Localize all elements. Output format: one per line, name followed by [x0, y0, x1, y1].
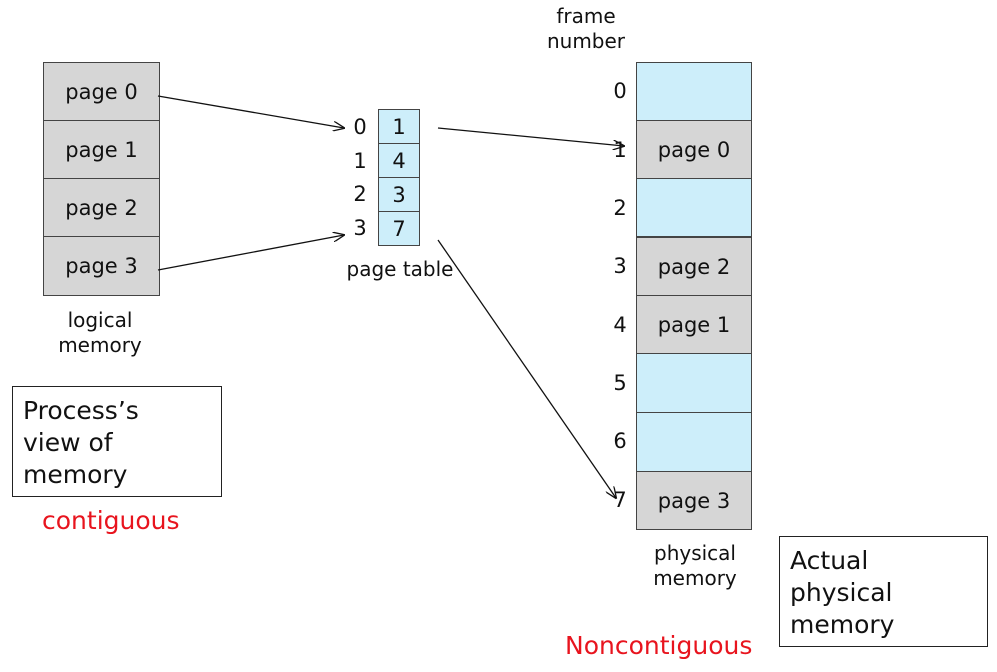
- physical-frame-7: page 3: [636, 471, 752, 530]
- contiguous-note: contiguous: [42, 506, 180, 535]
- process-view-box: Process’s view of memory: [12, 386, 222, 497]
- page-table-index-0: 0: [353, 115, 367, 139]
- physical-frame-6: [636, 412, 752, 472]
- process-view-line-2: view of: [23, 428, 113, 457]
- physical-frame-1: page 0: [636, 120, 752, 179]
- frame-number-2: 2: [613, 196, 627, 220]
- page-table-entry-2: 3: [378, 177, 420, 212]
- page-table-entry-3: 7: [378, 211, 420, 246]
- frame-number-header-2: number: [546, 29, 626, 53]
- page-table-entry-1: 4: [378, 143, 420, 178]
- physical-frame-2: [636, 178, 752, 237]
- actual-physical-line-1: Actual: [790, 546, 869, 575]
- arrow-entry0-to-frame1: [437, 127, 624, 146]
- logical-page-0: page 0: [43, 62, 160, 121]
- process-view-line-3: memory: [23, 460, 128, 489]
- noncontiguous-note: Noncontiguous: [565, 631, 753, 660]
- arrow-entry3-to-frame7: [437, 239, 616, 498]
- logical-page-3: page 3: [43, 236, 160, 296]
- logical-memory-label-1: logical: [67, 308, 133, 332]
- page-table-entry-0: 1: [378, 109, 420, 144]
- page-table-index-2: 2: [353, 182, 367, 206]
- frame-number-4: 4: [613, 313, 627, 337]
- actual-physical-memory-box: Actual physical memory: [779, 536, 988, 647]
- page-table-label: page table: [346, 257, 454, 281]
- arrow-page0-to-entry0: [157, 95, 344, 128]
- physical-frame-5: [636, 353, 752, 413]
- physical-memory-label-2: memory: [653, 566, 737, 590]
- actual-physical-line-3: memory: [790, 610, 895, 639]
- frame-number-5: 5: [613, 371, 627, 395]
- frame-number-3: 3: [613, 254, 627, 278]
- logical-page-2: page 2: [43, 178, 160, 237]
- physical-frame-3: page 2: [636, 237, 752, 296]
- actual-physical-line-2: physical: [790, 578, 893, 607]
- process-view-line-1: Process’s: [23, 396, 139, 425]
- page-table-index-1: 1: [353, 149, 367, 173]
- physical-memory-label-1: physical: [654, 541, 736, 565]
- arrow-page3-to-entry3: [157, 235, 344, 271]
- physical-frame-4: page 1: [636, 295, 752, 354]
- frame-number-0: 0: [613, 79, 627, 103]
- frame-number-6: 6: [613, 429, 627, 453]
- frame-number-header-1: frame: [556, 4, 616, 28]
- logical-memory-label-2: memory: [58, 333, 142, 357]
- page-table-index-3: 3: [353, 216, 367, 240]
